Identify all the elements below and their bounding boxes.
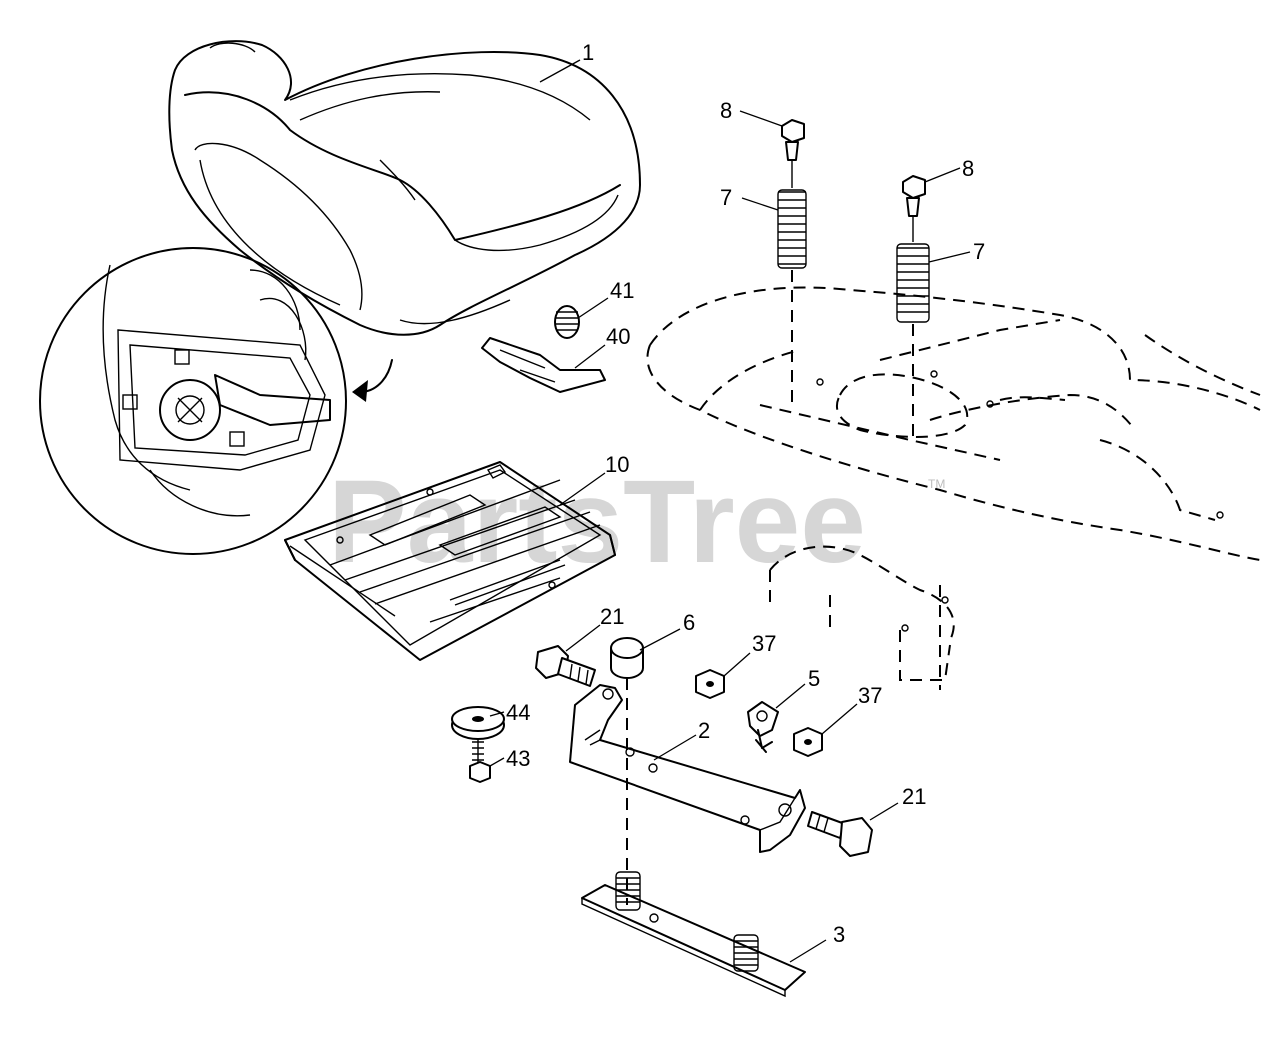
bolt-part-8-right[interactable] xyxy=(902,175,926,217)
nut-part-37-lower[interactable] xyxy=(793,727,823,757)
leader-lines xyxy=(489,59,971,963)
spacer-part-6[interactable] xyxy=(610,637,644,679)
seat-plate-part-10[interactable] xyxy=(284,461,616,661)
washer-part-44[interactable] xyxy=(451,706,505,740)
pivot-bracket-part-2[interactable] xyxy=(569,684,806,853)
seat-part-1[interactable] xyxy=(168,40,641,336)
callout-8-right: 8 xyxy=(962,156,974,181)
callout-44: 44 xyxy=(506,700,530,725)
bolt-part-8-left[interactable] xyxy=(781,119,805,161)
nut-part-37-upper[interactable] xyxy=(695,669,725,699)
callout-3: 3 xyxy=(833,922,845,947)
callout-1: 1 xyxy=(582,40,594,65)
callout-10: 10 xyxy=(605,452,629,477)
callout-21-right: 21 xyxy=(902,784,926,809)
callout-5: 5 xyxy=(808,666,820,691)
base-plate-part-3[interactable] xyxy=(581,871,806,998)
callout-37-upper: 37 xyxy=(752,631,776,656)
callout-8-left: 8 xyxy=(720,98,732,123)
spring-part-7-right[interactable] xyxy=(896,216,930,323)
shoulder-bolt-part-21-left[interactable] xyxy=(535,645,596,687)
callout-2: 2 xyxy=(698,718,710,743)
callout-37-lower: 37 xyxy=(858,683,882,708)
callout-41: 41 xyxy=(610,278,634,303)
callout-7-left: 7 xyxy=(720,185,732,210)
bracket-part-40[interactable] xyxy=(481,337,606,393)
detail-magnifier xyxy=(39,247,347,555)
watermark: PartsTree xyxy=(328,456,866,588)
callout-43: 43 xyxy=(506,746,530,771)
trademark: TM xyxy=(928,477,945,491)
spring-part-7-left[interactable] xyxy=(777,160,807,269)
callout-40: 40 xyxy=(606,324,630,349)
fender-outline xyxy=(646,286,1261,690)
curved-arrow-icon xyxy=(352,359,393,402)
clip-part-5[interactable] xyxy=(747,701,779,753)
callout-7-right: 7 xyxy=(973,239,985,264)
shoulder-bolt-part-21-right[interactable] xyxy=(807,811,873,857)
callout-6: 6 xyxy=(683,610,695,635)
screw-part-43[interactable] xyxy=(469,738,491,783)
spring-part-41[interactable] xyxy=(554,305,580,339)
callout-21-left: 21 xyxy=(600,604,624,629)
